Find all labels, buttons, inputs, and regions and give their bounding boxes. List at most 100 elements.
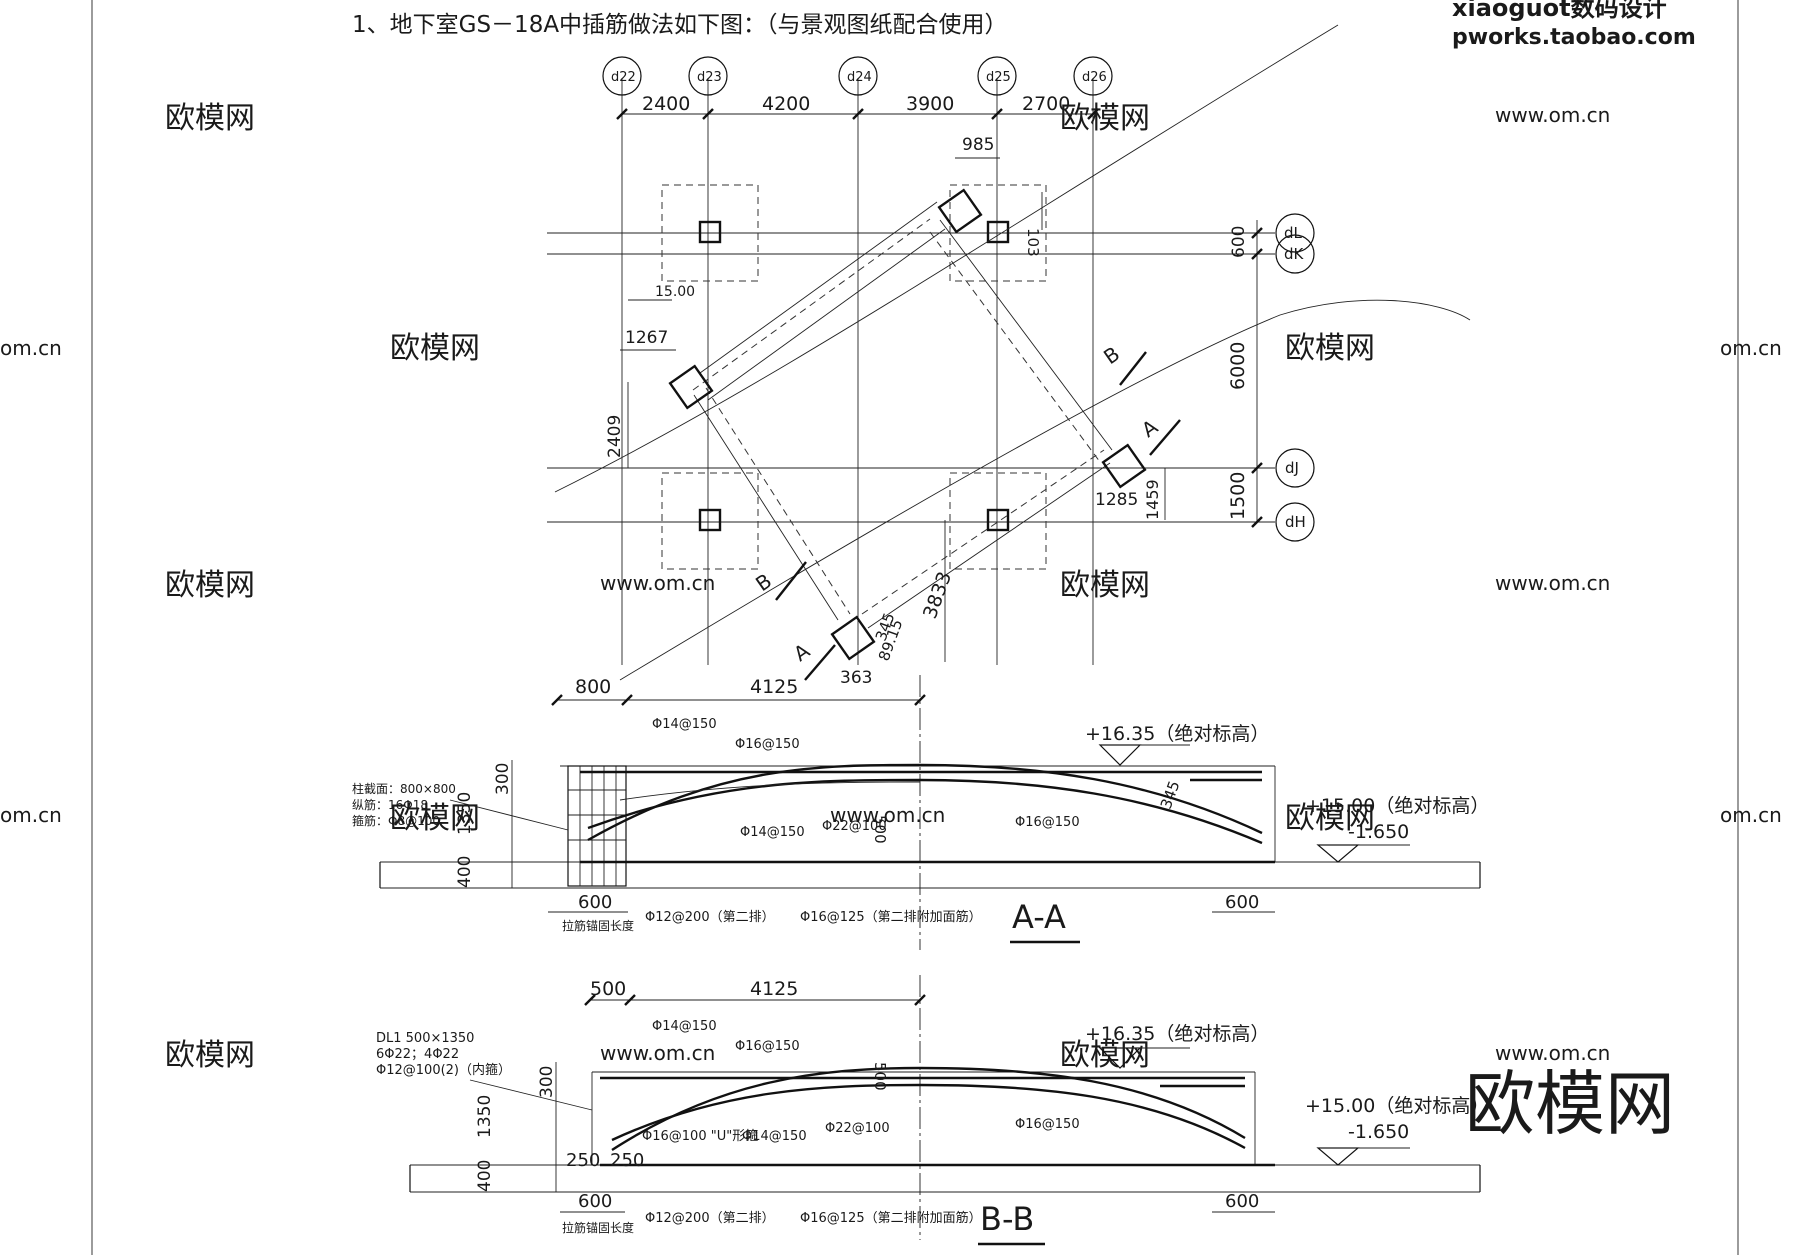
axis-bubbles-top: d22 d23 d24 d25 d26 [602,56,1113,96]
watermark-brand: 欧模网 [390,801,480,836]
section-title: B-B [980,1200,1034,1238]
dim-text: 345 [1157,778,1184,811]
rebar-label: Φ16@150 [1015,1117,1080,1132]
dim-text: 500 [871,815,889,844]
watermark-layer: 欧模网 欧模网 www.om.cn om.cn 欧模网 欧模网 om.cn 欧模… [0,101,1782,1073]
watermark-url: www.om.cn [600,1041,715,1065]
watermark-brand: 欧模网 [390,331,480,366]
dim-text: 6000 [1227,342,1249,390]
axis-label: dJ [1285,459,1299,477]
rebar-label: Φ16@150 [735,1039,800,1054]
beam-note: Φ12@100(2)（内箍） [376,1062,511,1078]
elevation-label: -1.650 [1348,1121,1409,1143]
right-dimension-chain: 600 6000 1500 [1227,220,1263,528]
brand-watermark-large: 欧模网 [1465,1063,1675,1145]
rebar-label: Φ12@200（第二排） [645,1211,775,1226]
dim-text: 600 [1229,226,1249,258]
watermark-url: om.cn [0,803,62,827]
dim-text: 985 [962,135,994,155]
elevation-label: +15.00（绝对标高） [1305,795,1489,817]
watermark-url: www.om.cn [1495,571,1610,595]
elevation-label: +16.35（绝对标高） [1085,723,1269,745]
cut-label: A [789,638,814,666]
dim-text: 1350 [475,1095,495,1138]
axis-label: d24 [847,70,872,85]
shop-name: xiaoguot数码设计 [1452,0,1667,22]
section-bb: 500 4125 +16.35（绝对标高） +15.00（绝对标高） -1.65… [376,975,1489,1246]
section-aa: +16.35（绝对标高） +15.00（绝对标高） -1.650 柱截面：800… [352,675,1489,950]
anchor-note: 拉筋锚固长度 [562,1220,634,1235]
axis-label: dL [1284,224,1303,242]
watermark-brand: 欧模网 [1285,331,1375,366]
dim-text: 400 [475,1160,495,1192]
rebar-label: Φ22@100 [822,819,887,834]
dim-text: 2409 [605,415,625,458]
dim-text: 363 [840,668,872,688]
rebar-label: Φ12@200（第二排） [645,910,775,925]
axis-label: d25 [986,70,1011,85]
section-title: A-A [1012,898,1066,936]
rebar-label: Φ14@150 [652,717,717,732]
cut-label: B [1099,342,1124,370]
dim-text: 103 [1024,228,1042,257]
dim-text: 600 [578,892,612,913]
dim-text: 3900 [906,93,954,115]
axis-label: d22 [611,70,636,85]
dim-text: 300 [537,1066,557,1098]
rebar-label: Φ14@150 [742,1129,807,1144]
rebar-label: Φ14@150 [652,1019,717,1034]
dim-text: 15.00 [655,284,695,300]
watermark-url: om.cn [0,336,62,360]
dim-text: 600 [1225,1191,1259,1212]
dim-text: 4200 [762,93,810,115]
plan-view: d22 d23 d24 d25 d26 dL dK dJ dH 2400 4 [547,24,1471,706]
dim-text: 600 [1225,892,1259,913]
watermark-brand: 欧模网 [165,568,255,603]
dim-text: 2400 [642,93,690,115]
shop-url: pworks.taobao.com [1452,25,1696,50]
rebar-label: Φ16@100 "U"形箍 [642,1128,758,1144]
watermark-brand: 欧模网 [1060,568,1150,603]
dim-text: 2700 [1022,93,1070,115]
dim-text: 250 [566,1150,600,1171]
dim-text: 500 [871,1062,889,1091]
watermark-brand: 欧模网 [1060,101,1150,136]
dim-text: 600 [578,1191,612,1212]
column-note: 纵筋：16Φ18 [352,797,428,812]
rebar-label: Φ16@150 [1015,815,1080,830]
watermark-url: www.om.cn [600,571,715,595]
elevation-label: +16.35（绝对标高） [1085,1023,1269,1045]
dim-text: 1500 [1227,472,1249,520]
dim-text: 3833 [919,569,956,622]
axis-label: dK [1284,245,1305,263]
landscape-curves [554,24,1471,681]
anchor-note: 拉筋锚固长度 [562,918,634,933]
dim-text: 250 [610,1150,644,1171]
watermark-url: om.cn [1720,336,1782,360]
elevation-label: +15.00（绝对标高） [1305,1095,1489,1117]
dim-text: 400 [455,856,475,888]
dim-text: 1285 [1095,490,1138,510]
watermark-url: www.om.cn [830,803,945,827]
watermark-brand: 欧模网 [1285,801,1375,836]
beam-note: 6Φ22；4Φ22 [376,1047,459,1062]
watermark-brand: 欧模网 [1060,1038,1150,1073]
dim-text: 300 [493,763,513,795]
watermark-url: www.om.cn [1495,103,1610,127]
cut-label: A [1137,414,1162,442]
column-note: 柱截面：800×800 [352,781,456,796]
dim-text: 1267 [625,328,668,348]
dim-text: 500 [590,978,626,1000]
watermark-brand: 欧模网 [165,101,255,136]
watermark-url: om.cn [1720,803,1782,827]
rebar-label: Φ14@150 [740,825,805,840]
plan-local-dimensions: 985 103 15.00 1267 2409 1285 1459 3833 3… [551,135,1166,706]
dim-text: 4125 [750,676,798,698]
axis-label: d26 [1082,70,1107,85]
top-dimension-chain: 2400 4200 3900 2700 [616,93,1099,120]
watermark-url: www.om.cn [1495,1041,1610,1065]
section-cuts: B A B A [751,342,1181,681]
elevation-label: -1.650 [1348,821,1409,843]
drawing-title: 1、地下室GS－18A中插筋做法如下图：（与景观图纸配合使用） [352,12,1008,38]
